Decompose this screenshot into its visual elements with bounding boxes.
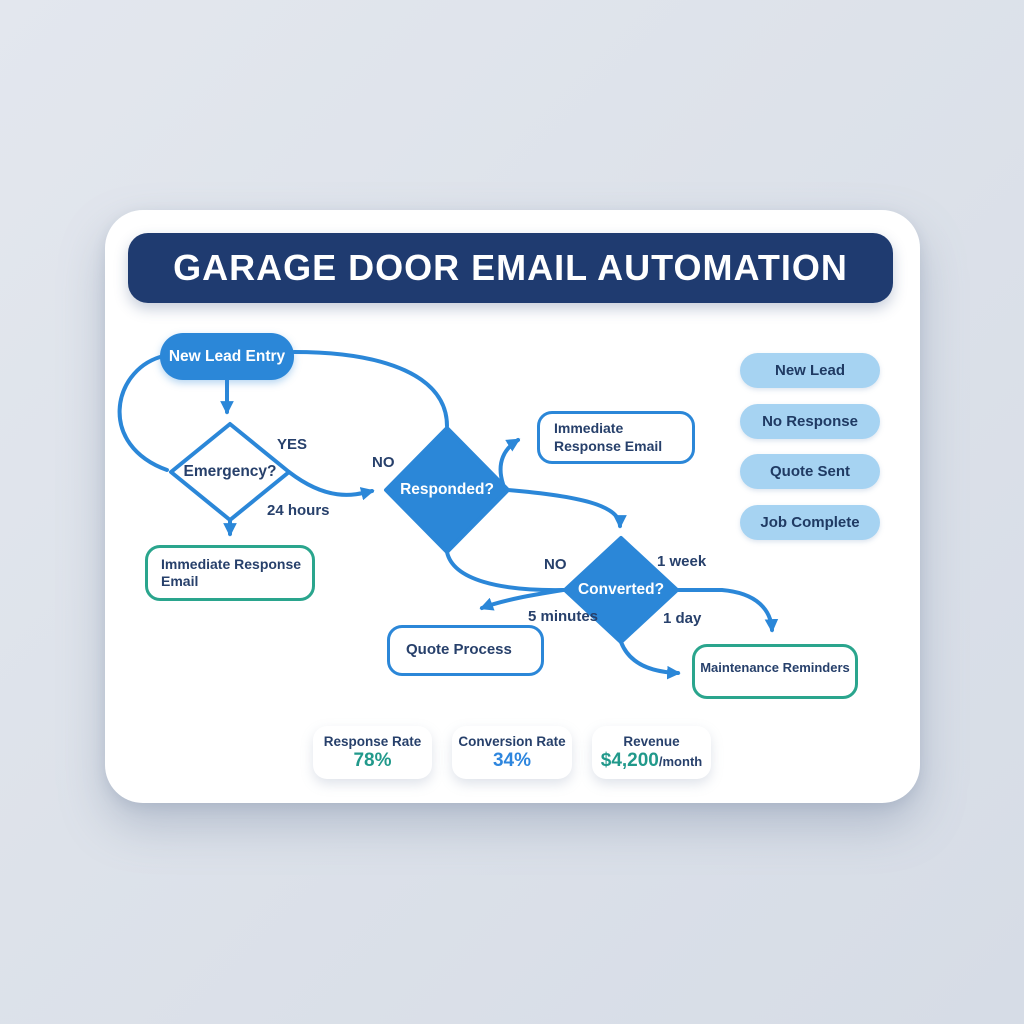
legend-pill-new-lead-label: New Lead <box>774 362 846 379</box>
stat-revenue-value: $4,200 <box>600 749 659 771</box>
legend-pill-job-complete: Job Complete <box>740 505 880 540</box>
node-new-lead-entry-label: New Lead Entry <box>168 347 286 365</box>
node-maintenance-reminders-label: Maintenance Reminders <box>700 660 850 675</box>
legend-pill-job-complete-label: Job Complete <box>760 514 860 531</box>
legend-pill-no-response: No Response <box>740 404 880 439</box>
node-quote-process: Quote Process <box>387 625 544 676</box>
edge-label-no-responded: NO <box>372 454 395 471</box>
stat-card-response-rate: Response Rate 78% <box>313 726 432 779</box>
node-quote-process-label: Quote Process <box>406 641 512 659</box>
node-emergency-label: Emergency? <box>183 463 277 480</box>
edge-label-no-converted: NO <box>544 556 567 573</box>
legend-pill-quote-sent: Quote Sent <box>740 454 880 489</box>
edge-label-yes: YES <box>277 436 308 453</box>
stat-conversion-rate-label: Conversion Rate <box>458 733 566 749</box>
edge-label-1-day: 1 day <box>663 610 702 627</box>
node-immediate-response-email-left: Immediate Response Email <box>145 545 315 601</box>
stat-response-rate-value: 78% <box>353 749 392 771</box>
stat-card-conversion-rate: Conversion Rate 34% <box>452 726 572 779</box>
node-responded-label: Responded? <box>400 481 494 498</box>
stat-response-rate-label: Response Rate <box>323 733 422 749</box>
legend-pill-new-lead: New Lead <box>740 353 880 388</box>
stat-card-revenue: Revenue $4,200 /month <box>592 726 711 779</box>
page-title: GARAGE DOOR EMAIL AUTOMATION <box>173 247 848 288</box>
legend-pill-no-response-label: No Response <box>762 413 858 430</box>
edge-label-1-week: 1 week <box>657 553 707 570</box>
node-converted-label: Converted? <box>577 581 665 598</box>
edge-label-5-minutes: 5 minutes <box>528 608 599 625</box>
node-immediate-response-email-top-label: Immediate Response Email <box>554 420 663 454</box>
node-new-lead-entry: New Lead Entry <box>160 333 294 380</box>
edge-label-24-hours: 24 hours <box>267 502 330 519</box>
stat-revenue-label: Revenue <box>623 733 680 749</box>
legend-pill-quote-sent-label: Quote Sent <box>769 463 850 480</box>
stat-revenue-suffix: /month <box>658 753 703 769</box>
header-bar: GARAGE DOOR EMAIL AUTOMATION <box>128 233 893 303</box>
stat-revenue-value-row: $4,200 /month <box>601 750 702 772</box>
node-maintenance-reminders: Maintenance Reminders <box>692 644 858 699</box>
node-immediate-response-email-top: Immediate Response Email <box>537 411 695 464</box>
stat-conversion-rate-value: 34% <box>492 749 532 771</box>
node-immediate-response-email-left-label: Immediate Response Email <box>161 555 302 590</box>
